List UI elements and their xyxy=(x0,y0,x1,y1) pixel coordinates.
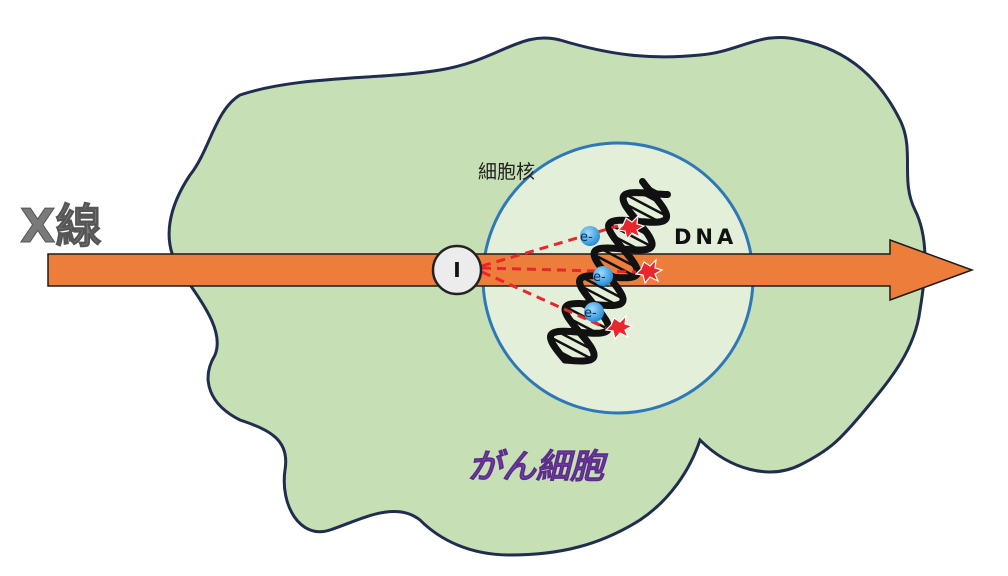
xray-label: X線 xyxy=(20,199,101,253)
dna-base-pair xyxy=(593,253,636,278)
dna-base-pair xyxy=(580,284,618,307)
nucleus-label: 細胞核 xyxy=(478,161,535,183)
electron-label: e- xyxy=(584,306,597,321)
dna-label: DNA xyxy=(674,225,737,249)
iodine-atom: I xyxy=(431,244,483,296)
electron-label: e- xyxy=(580,230,593,245)
electron-label: e- xyxy=(593,270,606,285)
electron: e- xyxy=(584,302,604,322)
dna-base-pair xyxy=(549,336,593,361)
xray-beam-arrow xyxy=(47,238,975,302)
dna-strand xyxy=(546,178,671,364)
electron: e- xyxy=(593,266,613,286)
dna-damage-bursts xyxy=(604,214,664,341)
dna-base-pair xyxy=(581,276,624,300)
damage-burst xyxy=(604,314,634,341)
damage-burst xyxy=(616,214,646,241)
dna-base-pair xyxy=(624,193,668,218)
damage-burst xyxy=(634,258,664,285)
electron: e- xyxy=(580,226,600,246)
iodine-label: I xyxy=(453,258,460,282)
cancer-cell-label: がん細胞 xyxy=(468,447,609,487)
dna-base-pair xyxy=(599,247,637,269)
